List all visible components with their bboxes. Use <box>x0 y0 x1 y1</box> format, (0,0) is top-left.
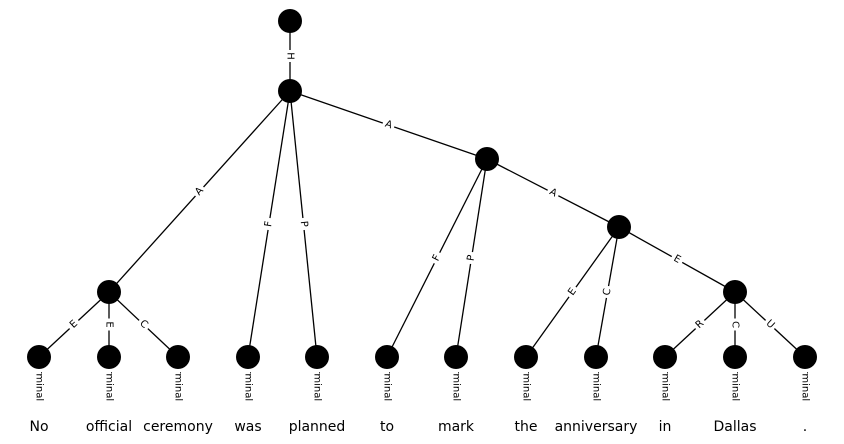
edge-label-background <box>284 50 296 62</box>
edge-label-group: P <box>464 251 479 265</box>
terminal-word: No <box>29 419 48 435</box>
edge-label-group: R <box>691 316 709 333</box>
terminal-node <box>27 345 51 369</box>
tree-node <box>278 79 302 103</box>
edge-label-group: H <box>284 50 296 62</box>
edge-label-background <box>65 316 83 333</box>
terminal-node <box>236 345 260 369</box>
terminal-type-label: Terminal <box>243 358 254 401</box>
edge-label-group: E <box>668 251 686 268</box>
edge-label: H <box>285 52 296 60</box>
edge-label-background <box>428 249 446 267</box>
terminal-word: planned <box>289 419 346 435</box>
edge-label-group: C <box>600 285 615 299</box>
terminal-node <box>723 345 747 369</box>
terminal-type-label: Terminal <box>730 358 741 401</box>
edge-label-background <box>691 316 709 333</box>
edge-label-background <box>103 318 115 331</box>
edge-label-background <box>296 217 311 231</box>
terminal-word: the <box>515 419 538 435</box>
terminal-node <box>166 345 190 369</box>
edge-label-background <box>564 283 581 301</box>
edge-label-background <box>600 285 615 299</box>
edge-label: A <box>383 119 393 132</box>
edge-label: E <box>566 286 579 298</box>
edge-label-background <box>729 318 741 331</box>
edge-label-group: F <box>428 249 446 267</box>
terminal-type-label: Terminal <box>104 358 115 401</box>
terminal-type-label: Terminal <box>660 358 671 401</box>
edges-layer <box>38 21 806 358</box>
terminal-node <box>375 345 399 369</box>
edge-label: P <box>466 254 478 262</box>
edge-label-group: E <box>564 283 581 301</box>
terminal-word: to <box>380 419 394 435</box>
terminal-node <box>444 345 468 369</box>
terminal-word: in <box>659 419 672 435</box>
edge-label: C <box>730 321 741 328</box>
edge-label: A <box>547 187 558 200</box>
edge-label-group: P <box>296 217 311 231</box>
edge-label-background <box>464 251 479 265</box>
terminal-node <box>97 345 121 369</box>
edge-label-group: A <box>544 184 562 202</box>
terminal-word: . <box>803 419 807 435</box>
terminal-type-label: Terminal <box>312 358 323 401</box>
edge-label: E <box>672 253 683 266</box>
tree-node <box>475 147 499 171</box>
terminal-type-label: Terminal <box>34 358 45 401</box>
terminal-node <box>653 345 677 369</box>
terminal-word: Dallas <box>713 419 756 435</box>
terminal-type-label: Terminal <box>382 358 393 401</box>
terminal-word: anniversary <box>555 419 638 435</box>
edge-label-group: F <box>262 217 276 231</box>
terminal-type-label: Terminal <box>451 358 462 401</box>
terminal-node <box>793 345 817 369</box>
terminal-type-label: Terminal <box>521 358 532 401</box>
terminal-type-label: Terminal <box>800 358 811 401</box>
edge-label: F <box>263 220 275 228</box>
edge-label-background <box>135 316 152 333</box>
terminal-word: was <box>234 419 261 435</box>
edge-label: C <box>601 288 613 297</box>
edge-label-background <box>380 117 397 133</box>
terminal-type-label: Terminal <box>591 358 602 401</box>
terminal-node <box>305 345 329 369</box>
tree-node <box>278 9 302 33</box>
terminal-word: ceremony <box>143 419 213 435</box>
edge-label: P <box>298 220 310 227</box>
edge-label-background <box>191 183 208 200</box>
edge-label-group: E <box>65 316 83 333</box>
terminal-word: mark <box>438 419 475 435</box>
edge-label-group: C <box>135 316 152 333</box>
tree-node <box>607 215 631 239</box>
edge-label: F <box>431 253 444 263</box>
terminal-node <box>584 345 608 369</box>
tree-node <box>723 280 747 304</box>
edge-label-background <box>761 316 779 333</box>
edge-label-group: C <box>729 318 741 331</box>
terminal-word: official <box>86 419 132 435</box>
tree-node <box>97 280 121 304</box>
nodes-layer <box>27 9 817 369</box>
edge-label: E <box>104 321 115 327</box>
edge-label-group: A <box>191 183 208 200</box>
edge-label-background <box>262 217 276 231</box>
edge-label-group: A <box>380 117 397 133</box>
terminal-type-label: Terminal <box>173 358 184 401</box>
edge-label-group: E <box>103 318 115 331</box>
terminal-node <box>514 345 538 369</box>
edge-label-background <box>668 251 686 268</box>
edge-label-background <box>544 184 562 202</box>
edge-label-group: U <box>761 316 779 333</box>
